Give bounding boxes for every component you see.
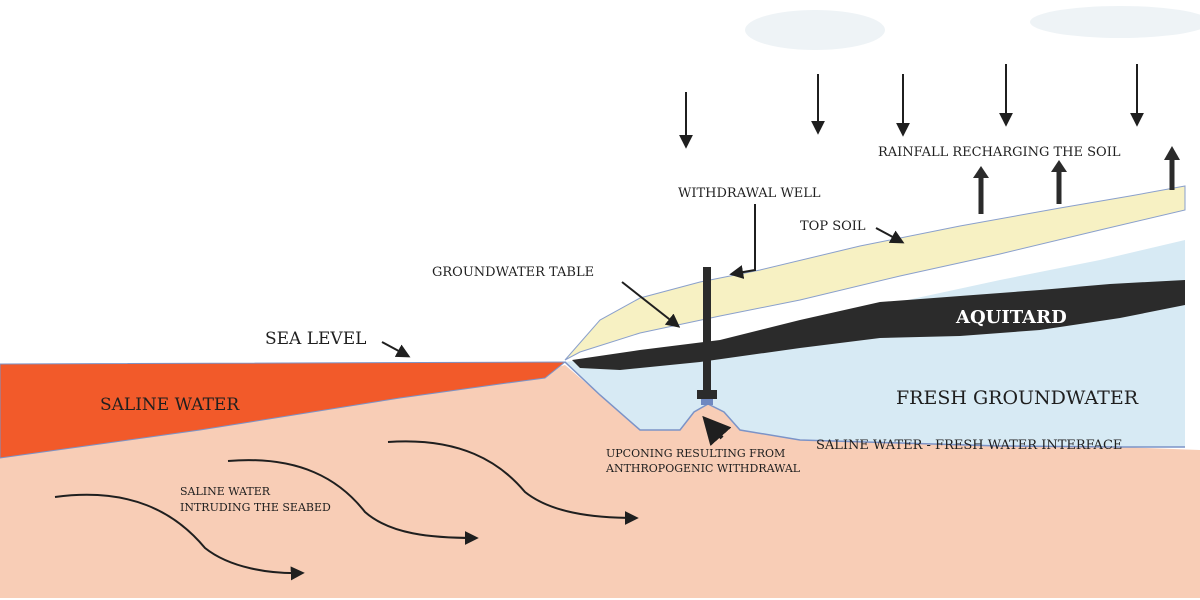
aquitard-label: AQUITARD bbox=[955, 307, 1067, 328]
withdrawal-well-pointer bbox=[729, 204, 756, 279]
rainfall-arrows bbox=[679, 64, 1144, 149]
intrusion-label-line2: INTRUDING THE SEABED bbox=[180, 501, 331, 514]
upconing-label-line1: UPCONING RESULTING FROM bbox=[606, 447, 785, 460]
cloud-shape bbox=[745, 10, 885, 50]
upward-arrow-head bbox=[973, 166, 989, 178]
top-soil-label: TOP SOIL bbox=[800, 219, 866, 234]
withdrawal-well-screen bbox=[697, 390, 717, 399]
well-water-level bbox=[701, 399, 713, 405]
aquitard-layer bbox=[572, 280, 1185, 370]
sea-level-label: SEA LEVEL bbox=[265, 329, 366, 349]
saline-water-body bbox=[0, 361, 567, 459]
withdrawal-well-label: WITHDRAWAL WELL bbox=[678, 186, 821, 201]
seabed-sediment bbox=[0, 365, 1200, 598]
intrusion-flow-arrow bbox=[54, 493, 305, 581]
rainfall-label: RAINFALL RECHARGING THE SOIL bbox=[878, 145, 1121, 160]
sea-level-pointer bbox=[381, 341, 411, 358]
upward-arrow-head bbox=[1164, 146, 1180, 160]
saline-water-label: SALINE WATER bbox=[100, 395, 240, 415]
interface-label: SALINE WATER - FRESH WATER INTERFACE bbox=[816, 438, 1122, 453]
top-soil-layer bbox=[564, 185, 1186, 361]
upward-arrow-head bbox=[1051, 160, 1067, 172]
groundwater-table-label: GROUNDWATER TABLE bbox=[432, 265, 594, 280]
upward-arrows bbox=[973, 146, 1180, 214]
intrusion-flow-arrow bbox=[227, 459, 479, 545]
top-soil-pointer bbox=[875, 227, 905, 244]
withdrawal-well-casing bbox=[703, 267, 711, 395]
fresh-groundwater-label: FRESH GROUNDWATER bbox=[896, 387, 1139, 409]
intrusion-flow-arrow bbox=[387, 440, 639, 525]
upconing-label-line2: ANTHROPOGENIC WITHDRAWAL bbox=[605, 462, 801, 475]
interface-line bbox=[564, 361, 1185, 448]
cloud-shape bbox=[1030, 6, 1200, 38]
intrusion-flow-arrows bbox=[54, 440, 639, 581]
intrusion-label-line1: SALINE WATER bbox=[180, 485, 271, 498]
groundwater-table-pointer bbox=[621, 281, 681, 328]
upconing-pointer bbox=[702, 415, 732, 447]
